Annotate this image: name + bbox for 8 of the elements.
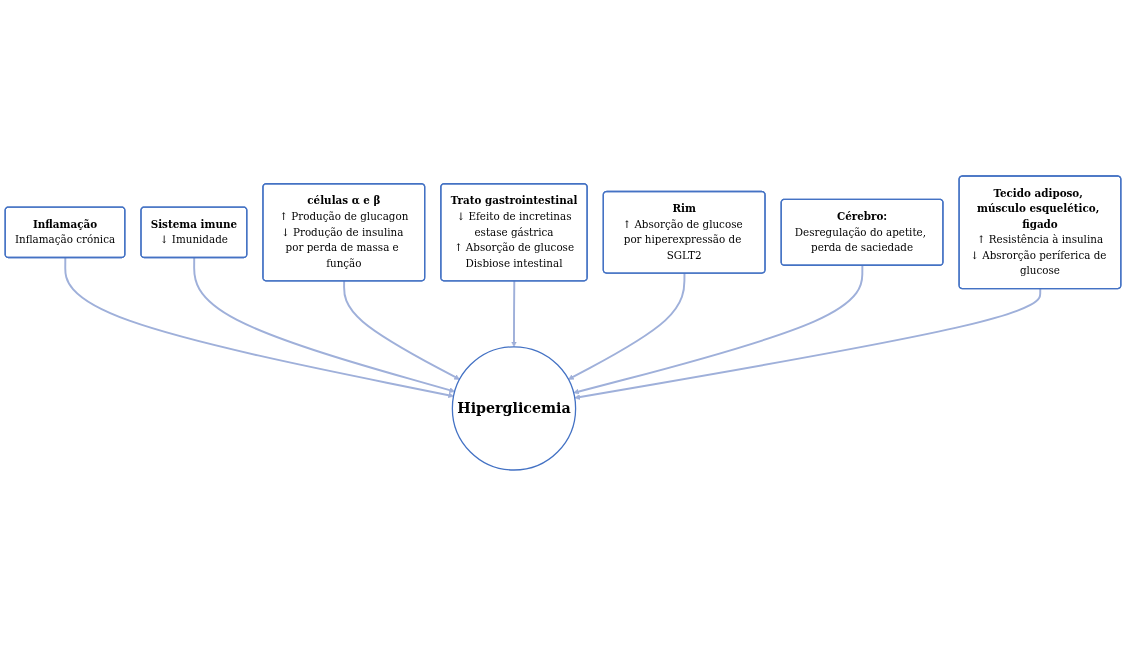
arrow [573,264,864,394]
arrow [193,256,455,393]
arrow [64,256,454,398]
arrow [568,271,686,380]
arrow [574,287,1042,400]
node-circle: Hiperglicemia [451,345,577,471]
arrow [511,279,517,347]
arrow [343,279,460,380]
